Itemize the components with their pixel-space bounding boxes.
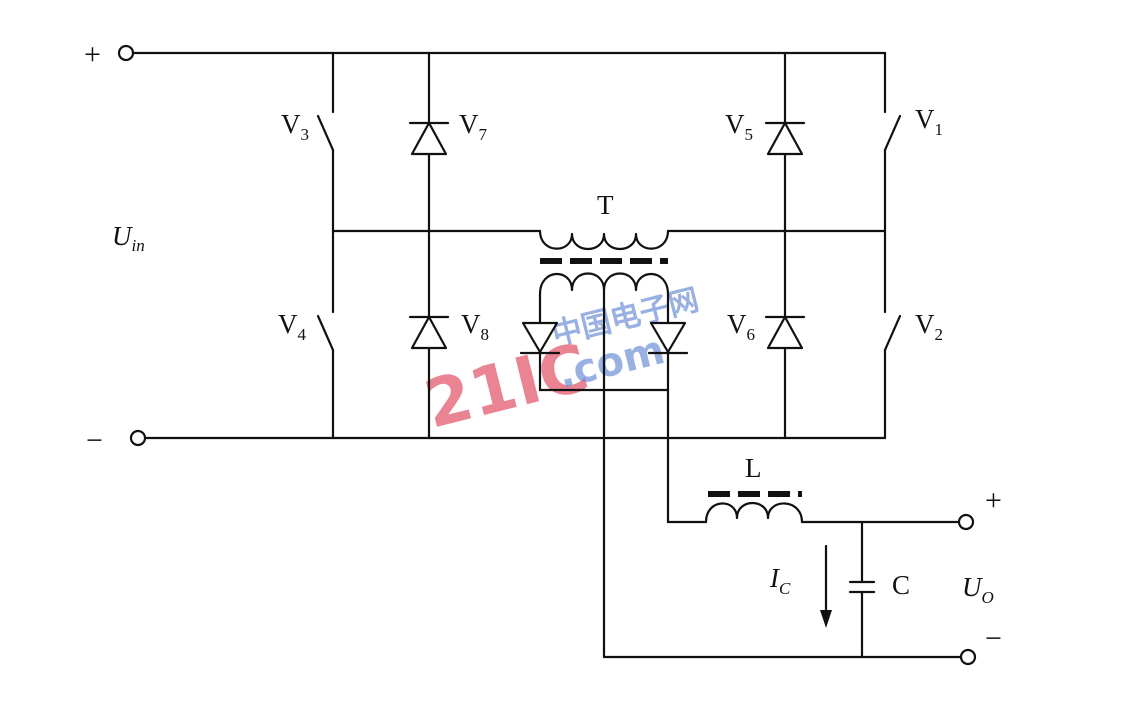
switch-v4	[316, 229, 335, 440]
input-minus-terminal	[129, 429, 147, 447]
label-v4: V4	[278, 309, 307, 344]
diode-v5	[764, 121, 806, 156]
label-v2: V2	[915, 309, 943, 344]
current-arrow-head	[820, 610, 832, 628]
label-v8: V8	[461, 309, 489, 344]
input-plus-sign: +	[84, 38, 101, 71]
label-v5: V5	[725, 109, 753, 144]
label-ic: IC	[769, 563, 791, 598]
switch-v3	[316, 51, 335, 233]
label-capacitor: C	[892, 570, 910, 600]
switch-v1	[883, 51, 902, 233]
label-v1: V1	[915, 104, 943, 139]
primary-winding	[538, 229, 670, 250]
output-filter	[602, 491, 977, 666]
output-minus-sign: −	[985, 622, 1002, 655]
diode-v6	[764, 315, 806, 350]
label-v6: V6	[727, 309, 755, 344]
inductor-l	[704, 502, 804, 524]
rectifier-diode-right	[649, 321, 687, 354]
label-v3: V3	[281, 109, 309, 144]
watermark: 21IC 中国电子网 .com	[417, 283, 702, 444]
diode-v7	[408, 121, 450, 156]
output-plus-sign: +	[985, 484, 1002, 517]
label-transformer: T	[597, 190, 614, 220]
output-plus-terminal	[957, 513, 975, 531]
input-minus-sign: −	[86, 424, 103, 457]
rectifier-diode-left	[521, 321, 559, 354]
secondary-rectifier	[519, 288, 689, 659]
labels: + − + − V3 V4 V7 V8 V5 V6 V1 V2 T L C Ui…	[84, 38, 1002, 655]
diode-v8	[408, 315, 450, 350]
switch-v2	[883, 229, 902, 440]
input-rails	[117, 44, 887, 447]
label-uo: UO	[962, 572, 994, 607]
label-v7: V7	[459, 109, 488, 144]
label-inductor: L	[745, 453, 762, 483]
label-uin: Uin	[112, 221, 145, 255]
output-minus-terminal	[959, 648, 977, 666]
input-plus-terminal	[117, 44, 135, 62]
transformer-t	[538, 229, 670, 296]
